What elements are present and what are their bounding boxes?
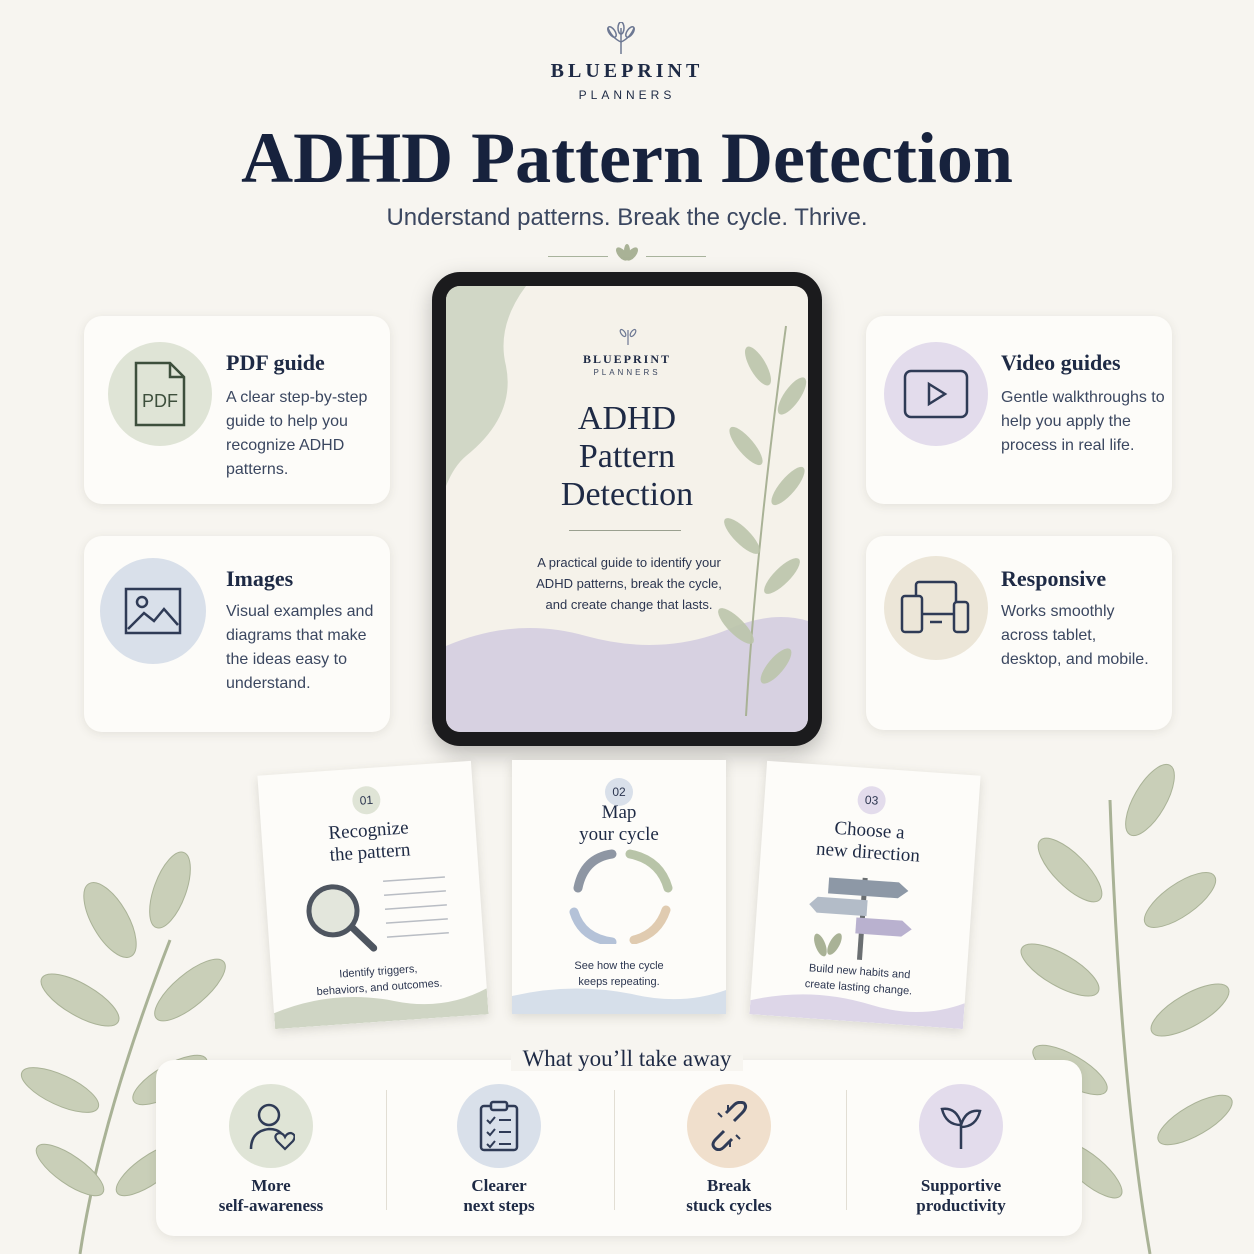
takeaway-label-line: Break — [706, 1176, 752, 1195]
step-wave-decoration — [274, 988, 489, 1030]
pdf-icon-text: PDF — [142, 391, 178, 411]
takeaway-title: What you’ll take away — [0, 1046, 1254, 1072]
signpost-icon — [809, 877, 912, 960]
divider-right — [646, 256, 706, 257]
takeaway-label: More self-awareness — [156, 1176, 386, 1216]
brand-name: BLUEPRINT — [550, 60, 704, 82]
step-card-map: 02 Map your cycle See how the cycle keep… — [512, 760, 726, 1014]
tablet-title: ADHD Pattern Detection — [446, 400, 808, 514]
person-heart-icon — [249, 1103, 295, 1151]
takeaway-icon-circle — [229, 1084, 313, 1168]
magnifier-icon — [306, 876, 449, 952]
tablet-mockup: BLUEPRINT PLANNERS ADHD Pattern Detectio… — [432, 272, 822, 746]
tablet-title-line: Detection — [560, 476, 694, 513]
feature-title: Images — [226, 566, 294, 591]
feature-card-images: Images Visual examples and diagrams that… — [84, 536, 390, 732]
step-description-line: See how the cycle — [574, 960, 664, 972]
tablet-sprig-icon — [619, 328, 637, 345]
broken-chain-icon — [711, 1101, 748, 1151]
pdf-icon: PDF — [134, 361, 186, 427]
feature-card-video: Video guides Gentle walkthroughs to help… — [866, 316, 1172, 504]
feature-description: Visual examples and diagrams that make t… — [226, 603, 374, 692]
takeaway-label-line: Supportive — [920, 1176, 1002, 1195]
takeaway-label-line: More — [251, 1176, 291, 1195]
cycle-arrows-icon — [569, 849, 673, 944]
tablet-screen-art — [446, 286, 808, 732]
feature-description: A clear step-by-step guide to help you r… — [226, 389, 368, 478]
step-number: 02 — [605, 778, 633, 806]
takeaway-label-line: stuck cycles — [686, 1196, 772, 1215]
tablet-title-line: ADHD — [577, 400, 677, 437]
takeaway-item-next-steps: Clearer next steps — [384, 1084, 614, 1216]
feature-icon-circle — [100, 558, 206, 664]
tablet-brand-subname: PLANNERS — [593, 368, 661, 377]
step-title: Map your cycle — [512, 802, 726, 846]
feature-description: Works smoothly across tablet, desktop, a… — [1001, 603, 1149, 668]
takeaway-label: Clearer next steps — [384, 1176, 614, 1216]
page-subtitle: Understand patterns. Break the cycle. Th… — [386, 204, 868, 231]
step-title-line: your cycle — [579, 824, 659, 845]
step-description: See how the cycle keeps repeating. — [512, 958, 726, 990]
leaf-icon — [616, 244, 638, 261]
feature-card-pdf: PDF PDF guide A clear step-by-step guide… — [84, 316, 390, 504]
tablet-description: A practical guide to identify your ADHD … — [536, 555, 722, 612]
feature-title: Video guides — [1001, 350, 1121, 375]
takeaway-label-line: productivity — [916, 1196, 1006, 1215]
takeaway-title-text: What you’ll take away — [510, 1046, 744, 1071]
takeaway-icon-circle — [919, 1084, 1003, 1168]
feature-icon-circle — [884, 556, 988, 660]
tablet-title-line: Pattern — [578, 438, 676, 475]
devices-icon — [900, 580, 970, 634]
step-title-line: Map — [601, 802, 637, 823]
brand-sprig-icon — [607, 22, 635, 54]
takeaway-separator — [846, 1090, 847, 1210]
takeaway-separator — [614, 1090, 615, 1210]
takeaway-label: Break stuck cycles — [614, 1176, 844, 1216]
feature-title: Responsive — [1001, 566, 1107, 591]
takeaway-separator — [386, 1090, 387, 1210]
takeaway-label-line: self-awareness — [218, 1196, 324, 1215]
divider-left — [548, 256, 608, 257]
step-number: 01 — [351, 785, 382, 816]
play-icon — [903, 369, 969, 419]
step-card-direction: 03 Choose a new direction Build new habi… — [749, 760, 981, 1030]
step-number: 03 — [856, 785, 887, 816]
sprout-icon — [940, 1107, 982, 1149]
feature-title: PDF guide — [226, 350, 325, 375]
tablet-brand-name: BLUEPRINT — [582, 352, 671, 366]
step-card-recognize: 01 Recognize the pattern Identify trigge… — [257, 760, 489, 1030]
feature-description: Gentle walkthroughs to help you apply th… — [1001, 389, 1165, 454]
page-title: ADHD Pattern Detection — [241, 118, 1013, 198]
takeaway-item-productivity: Supportive productivity — [846, 1084, 1076, 1216]
takeaway-label: Supportive productivity — [846, 1176, 1076, 1216]
feature-icon-circle — [884, 342, 988, 446]
tablet-screen: BLUEPRINT PLANNERS ADHD Pattern Detectio… — [446, 286, 808, 732]
tablet-divider — [569, 530, 681, 531]
brand-subname: PLANNERS — [578, 88, 676, 102]
feature-icon-circle: PDF — [108, 342, 212, 446]
image-icon — [124, 587, 182, 635]
step-wave-decoration — [749, 994, 965, 1030]
step-wave-decoration — [512, 988, 726, 1014]
clipboard-check-icon — [479, 1100, 519, 1152]
takeaway-label-line: Clearer — [471, 1176, 527, 1195]
takeaway-icon-circle — [457, 1084, 541, 1168]
feature-card-responsive: Responsive Works smoothly across tablet,… — [866, 536, 1172, 730]
takeaway-item-break-cycles: Break stuck cycles — [614, 1084, 844, 1216]
step-description-line: keeps repeating. — [578, 976, 660, 988]
takeaway-item-self-awareness: More self-awareness — [156, 1084, 386, 1216]
takeaway-icon-circle — [687, 1084, 771, 1168]
takeaway-label-line: next steps — [463, 1196, 535, 1215]
